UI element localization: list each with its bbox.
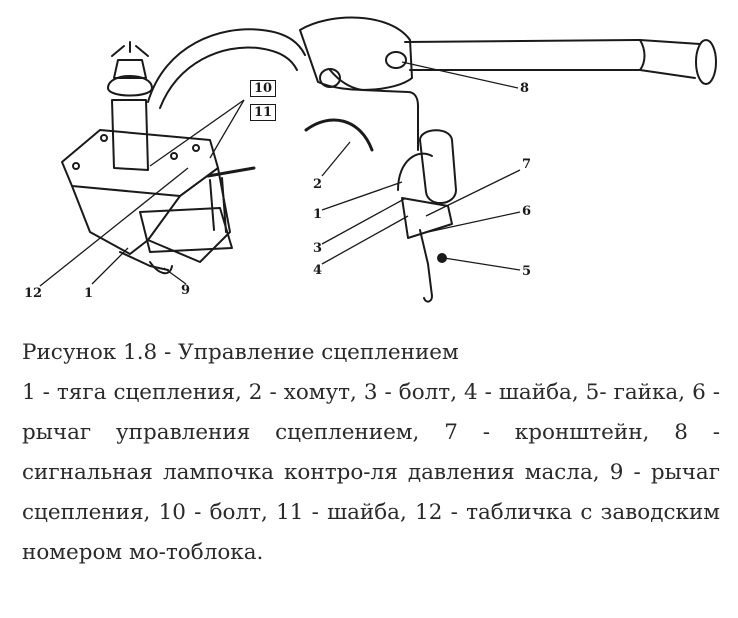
handlebar-left-arch: [147, 28, 306, 103]
clamp-arc: [304, 118, 374, 152]
leader-9: [163, 267, 187, 285]
callout-3: 3: [313, 241, 323, 256]
leader-5: [443, 257, 521, 271]
callout-8: 8: [520, 81, 530, 96]
gearbox-side: [71, 185, 181, 255]
leader-3: [321, 197, 407, 245]
column-cap: [113, 59, 147, 79]
callout-6: 6: [522, 204, 532, 219]
gearbox-frame: [139, 207, 233, 253]
screw-4: [170, 152, 178, 160]
handlebar-grip-end: [695, 39, 717, 85]
callout-7: 7: [522, 157, 532, 172]
screw-3: [192, 144, 200, 152]
callout-12: 12: [24, 286, 43, 301]
clutch-assembly-drawing: [39, 16, 717, 303]
handlebar-housing: [299, 16, 413, 91]
handlebar-knob: [319, 68, 341, 88]
callout-4: 4: [313, 263, 323, 278]
leader-7: [425, 169, 521, 217]
clutch-control-figure: 2 1 3 4 5 6 7 8 9 10 11 12 1: [24, 16, 717, 303]
leader-1-left: [91, 247, 129, 285]
column-tube: [111, 99, 149, 171]
figure-caption: Рисунок 1.8 - Управление сцеплением 1 - …: [22, 333, 720, 573]
leader-1-right: [321, 181, 403, 211]
callout-2: 2: [313, 177, 323, 192]
handlebar-left-arch-inner: [159, 46, 298, 109]
callout-9: 9: [181, 283, 191, 298]
clutch-lever-hook: [149, 261, 173, 275]
gearbox-right: [147, 167, 231, 263]
handlebar-grip-band: [639, 39, 646, 71]
callout-1-right: 1: [313, 207, 323, 222]
handlebar-right-tube-top: [404, 39, 701, 45]
clutch-lever-arm: [419, 229, 433, 303]
leader-10b: [209, 99, 245, 159]
right-grip: [419, 129, 457, 204]
callout-5: 5: [522, 264, 532, 279]
screw-1: [72, 162, 80, 170]
leader-8: [401, 61, 519, 89]
clutch-rod-lower: [119, 251, 169, 271]
callout-1-left: 1: [84, 286, 94, 301]
callout-11: 11: [250, 104, 277, 121]
gearbox-pivot: [209, 177, 227, 233]
leader-4: [321, 215, 409, 265]
leader-10a: [149, 99, 245, 167]
caption-title: Рисунок 1.8 - Управление сцеплением: [22, 340, 459, 365]
leader-2: [321, 141, 351, 177]
leader-6: [427, 211, 521, 233]
caption-legend: 1 - тяга сцепления, 2 - хомут, 3 - болт,…: [22, 380, 720, 565]
clutch-lever-bracket: [401, 197, 453, 239]
screw-2: [100, 134, 108, 142]
gearbox-cross-rod: [206, 166, 256, 178]
leader-12: [39, 167, 189, 287]
column-wing-nut: [111, 41, 149, 57]
warning-lamp-shape: [385, 51, 407, 69]
clutch-lever-loop: [397, 152, 433, 191]
callout-10: 10: [250, 80, 277, 97]
